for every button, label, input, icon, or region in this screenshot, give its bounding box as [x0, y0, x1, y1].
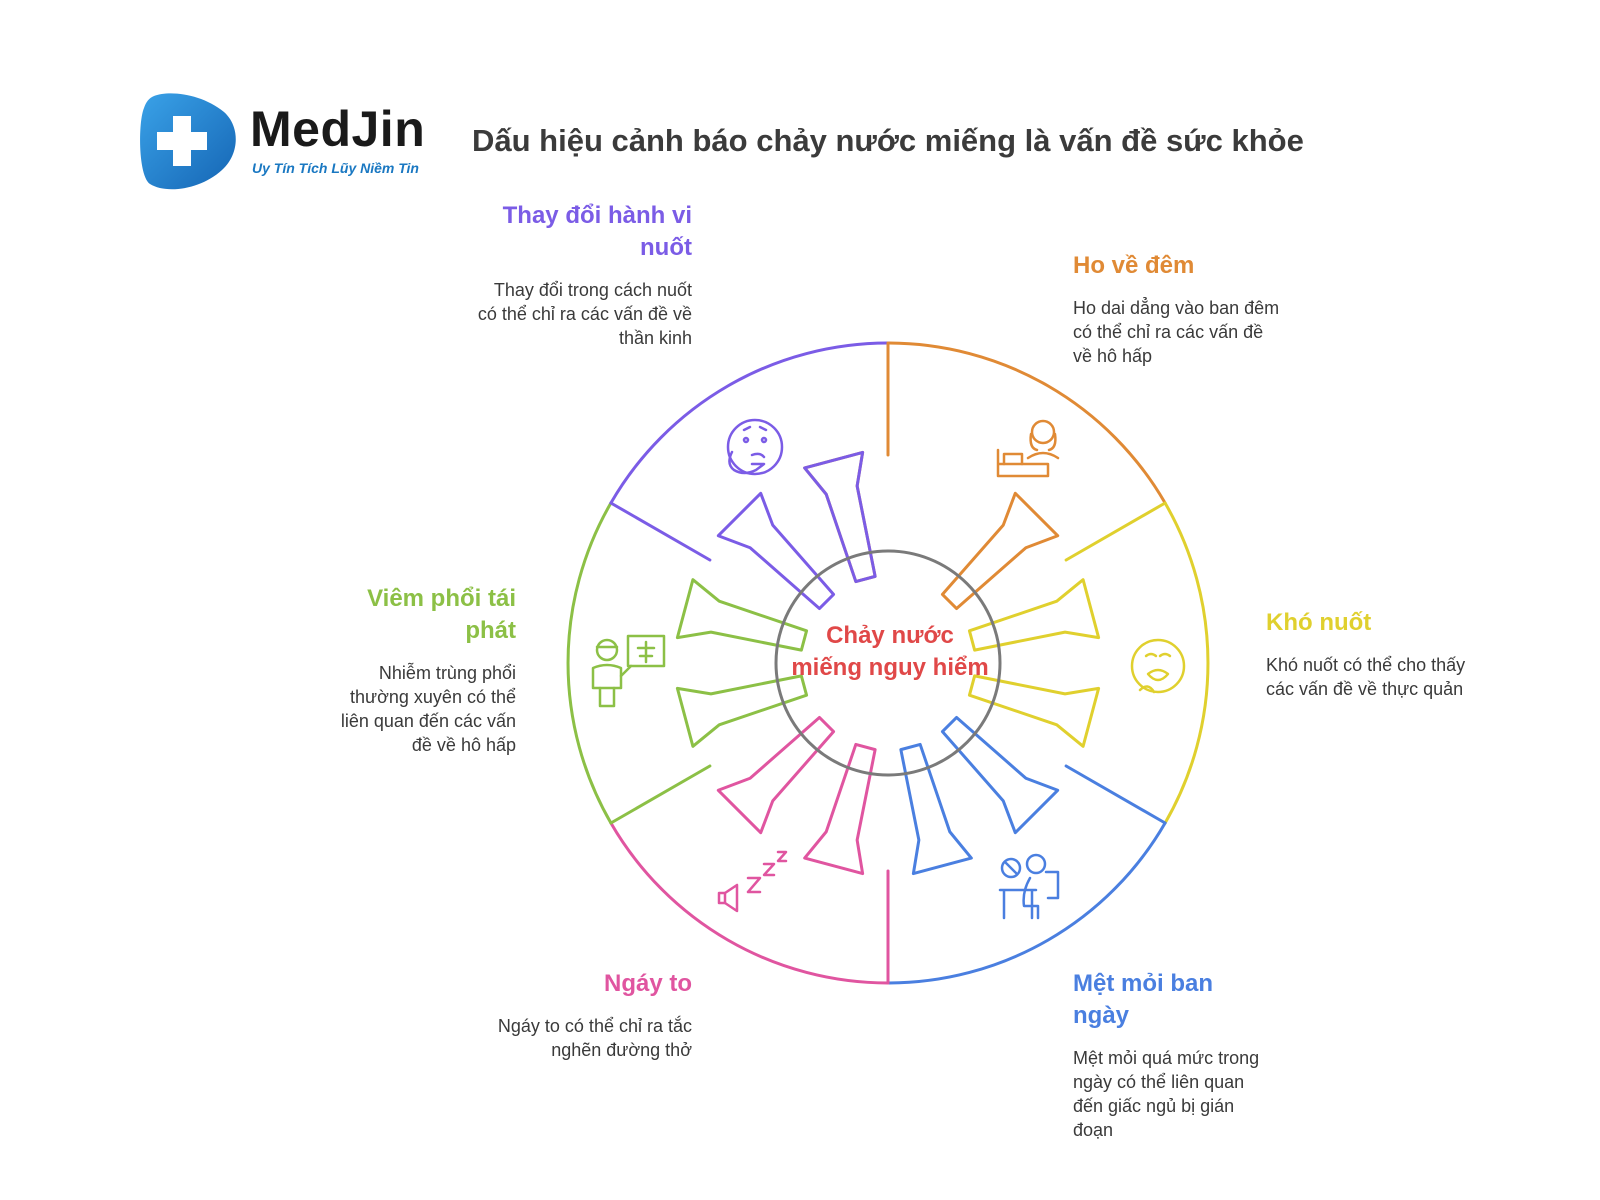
arrow-swallow	[716, 491, 836, 611]
divider-bottom-right	[1064, 764, 1167, 825]
segment-arc-night-cough	[886, 341, 1167, 505]
segment-arc-snoring	[609, 821, 890, 985]
item-title: Ho về đêm	[1073, 252, 1195, 279]
arrow-dysphagia	[967, 578, 1101, 652]
item-swallow-behavior: Thay đổi hành vi nuốt Thay đổi trong các…	[470, 200, 692, 350]
medjin-logo: MedJin Uy Tín Tích Lũy Niềm Tin	[140, 92, 450, 192]
item-pneumonia: Viêm phổi tái phát Nhiễm trùng phổi thườ…	[320, 583, 516, 757]
center-label: Chảy nước miếng nguy hiểm	[791, 622, 989, 681]
divider-bottom-left	[609, 764, 712, 825]
item-title: Thay đổi hành vi nuốt	[502, 202, 692, 261]
item-daytime-fatigue: Mệt mỏi ban ngày Mệt mỏi quá mức trong n…	[1073, 968, 1263, 1142]
page-title: Dấu hiệu cảnh báo chảy nước miếng là vấn…	[472, 123, 1304, 158]
item-snoring: Ngáy to Ngáy to có thể chỉ ra tắc nghẽn …	[480, 968, 692, 1062]
arrow-pneumonia-2	[675, 578, 809, 652]
item-description: Khó nuốt có thể cho thấy các vấn đề về t…	[1266, 655, 1466, 699]
arrow-snoring	[803, 742, 877, 876]
arrow-dysphagia-2	[967, 674, 1101, 748]
arrow-snoring-2	[716, 715, 836, 835]
brand-tagline: Uy Tín Tích Lũy Niềm Tin	[252, 160, 419, 176]
arrow-fatigue-2	[940, 715, 1060, 835]
item-description: Ngáy to có thể chỉ ra tắc nghẽn đường th…	[497, 1016, 692, 1060]
snore-zzz-icon	[717, 850, 788, 913]
segment-arc-dysphagia	[1163, 501, 1210, 825]
item-dysphagia: Khó nuốt Khó nuốt có thể cho thấy các vấ…	[1266, 607, 1466, 701]
item-title: Khó nuốt	[1266, 609, 1372, 636]
arrow-swallow-2	[803, 450, 877, 584]
center-circle	[774, 549, 1002, 777]
arrow-pneumonia	[675, 674, 809, 748]
distressed-face-icon	[1130, 638, 1186, 694]
arrow-fatigue	[899, 742, 973, 876]
item-description: Ho dai dẳng vào ban đêm có thể chỉ ra cá…	[1073, 298, 1280, 366]
divider-top-left	[609, 501, 712, 562]
item-title: Mệt mỏi ban ngày	[1073, 970, 1214, 1029]
doctor-xray-icon	[591, 634, 666, 708]
thinking-face-icon	[726, 418, 784, 476]
item-night-cough: Ho về đêm Ho dai dẳng vào ban đêm có thể…	[1073, 250, 1283, 368]
arrow-night-cough-2	[940, 491, 1060, 611]
segment-arc-fatigue	[886, 821, 1167, 985]
item-description: Mệt mỏi quá mức trong ngày có thể liên q…	[1073, 1048, 1260, 1140]
brand-name: MedJin	[250, 101, 426, 157]
item-description: Nhiễm trùng phổi thường xuyên có thể liê…	[340, 663, 516, 755]
tired-person-at-desk-icon	[998, 853, 1060, 920]
person-in-bed-icon	[996, 419, 1060, 478]
medical-cross-logo-icon	[140, 93, 236, 190]
item-description: Thay đổi trong cách nuốt có thể chỉ ra c…	[477, 280, 692, 348]
segment-arc-swallow	[609, 341, 890, 505]
segment-arc-pneumonia	[566, 501, 613, 825]
item-title: Viêm phổi tái phát	[367, 585, 516, 644]
divider-top-right	[1064, 501, 1167, 562]
item-title: Ngáy to	[603, 970, 692, 997]
